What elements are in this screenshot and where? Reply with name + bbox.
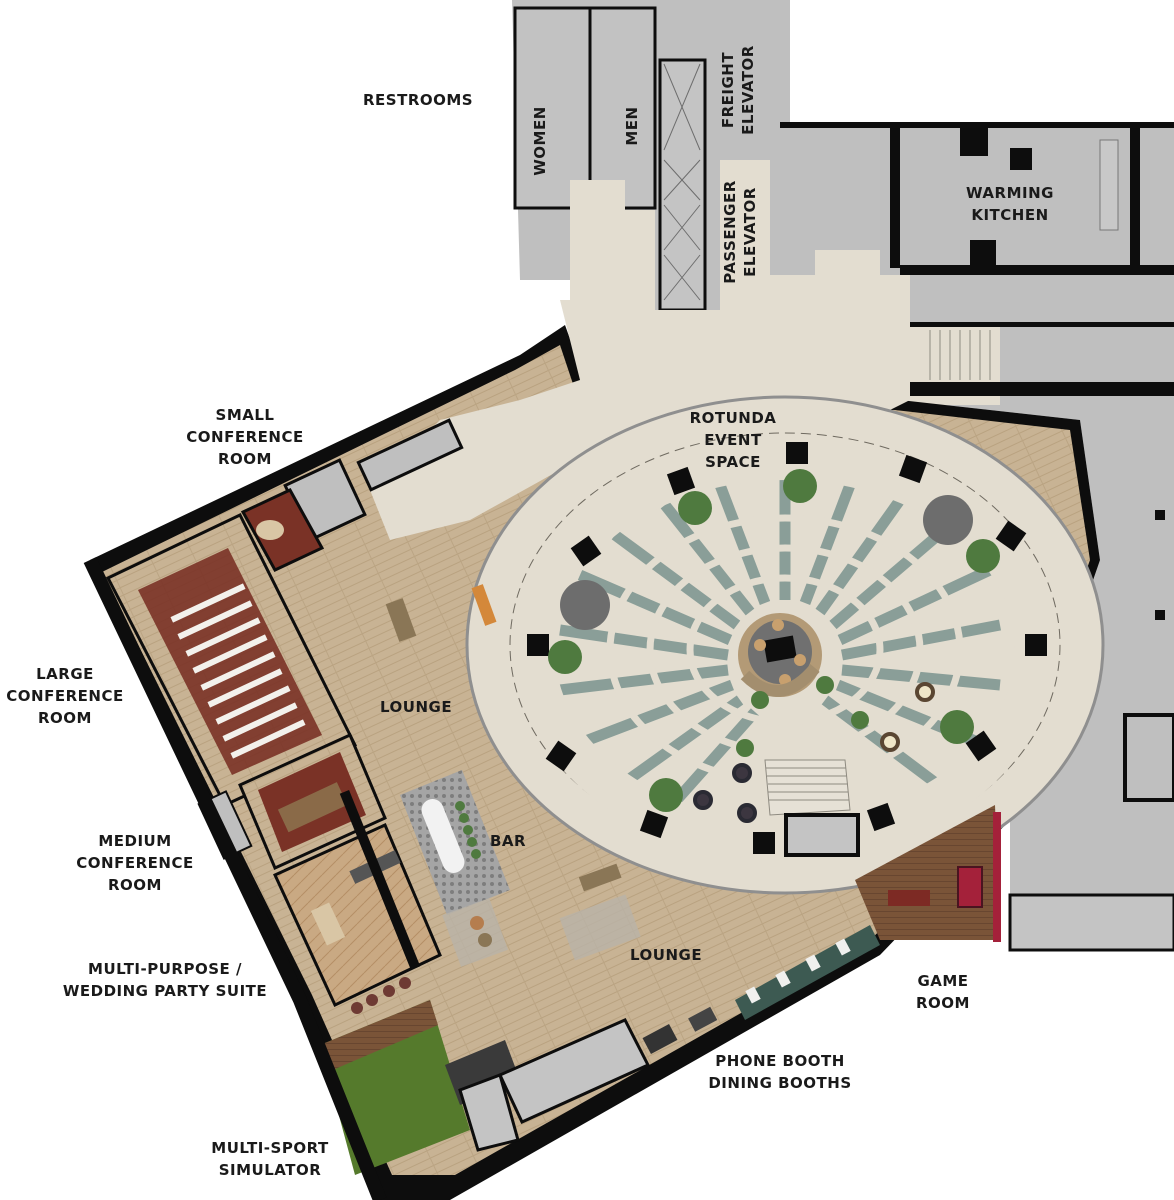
rotunda-columns <box>527 442 1047 854</box>
label-phone-dining-booths: PHONE BOOTH DINING BOOTHS <box>708 1052 852 1092</box>
rotunda-stairs <box>764 759 851 816</box>
label-freight-elevator: FREIGHT ELEVATOR <box>719 45 757 135</box>
large-conference-room <box>105 513 358 807</box>
medium-conference-room <box>197 732 387 871</box>
lower-service <box>445 1018 651 1152</box>
rotunda-tables <box>693 682 935 823</box>
booths <box>642 925 880 1054</box>
label-multi-purpose-suite: MULTI-PURPOSE / WEDDING PARTY SUITE <box>62 960 268 1000</box>
label-men: MEN <box>623 106 641 146</box>
freight-elevator-shaft <box>658 58 707 312</box>
label-passenger-elevator: PASSENGER ELEVATOR <box>721 180 759 284</box>
label-large-conference-room: LARGE CONFERENCE ROOM <box>6 665 124 727</box>
label-multi-sport-simulator: MULTI-SPORT SIMULATOR <box>211 1139 329 1179</box>
label-lounge-upper: LOUNGE <box>380 698 453 716</box>
bar-area <box>339 770 510 970</box>
label-game-room: GAME ROOM <box>916 972 970 1012</box>
label-rotunda-event-space: ROTUNDA EVENT SPACE <box>689 409 777 471</box>
label-women: WOMEN <box>531 106 549 176</box>
label-restrooms: RESTROOMS <box>363 91 474 109</box>
rotunda-event-space <box>465 395 1105 895</box>
central-fire-pit <box>738 613 822 697</box>
lounge-furniture <box>385 584 641 967</box>
label-medium-conference-room: MEDIUM CONFERENCE ROOM <box>76 832 194 894</box>
label-small-conference-room: SMALL CONFERENCE ROOM <box>186 406 304 468</box>
label-bar: BAR <box>490 832 527 850</box>
label-lounge-lower: LOUNGE <box>630 946 703 964</box>
game-room <box>855 805 1001 942</box>
rotunda-plants <box>548 469 1000 812</box>
small-conference-room <box>240 488 325 572</box>
label-warming-kitchen: WARMING KITCHEN <box>966 184 1054 224</box>
